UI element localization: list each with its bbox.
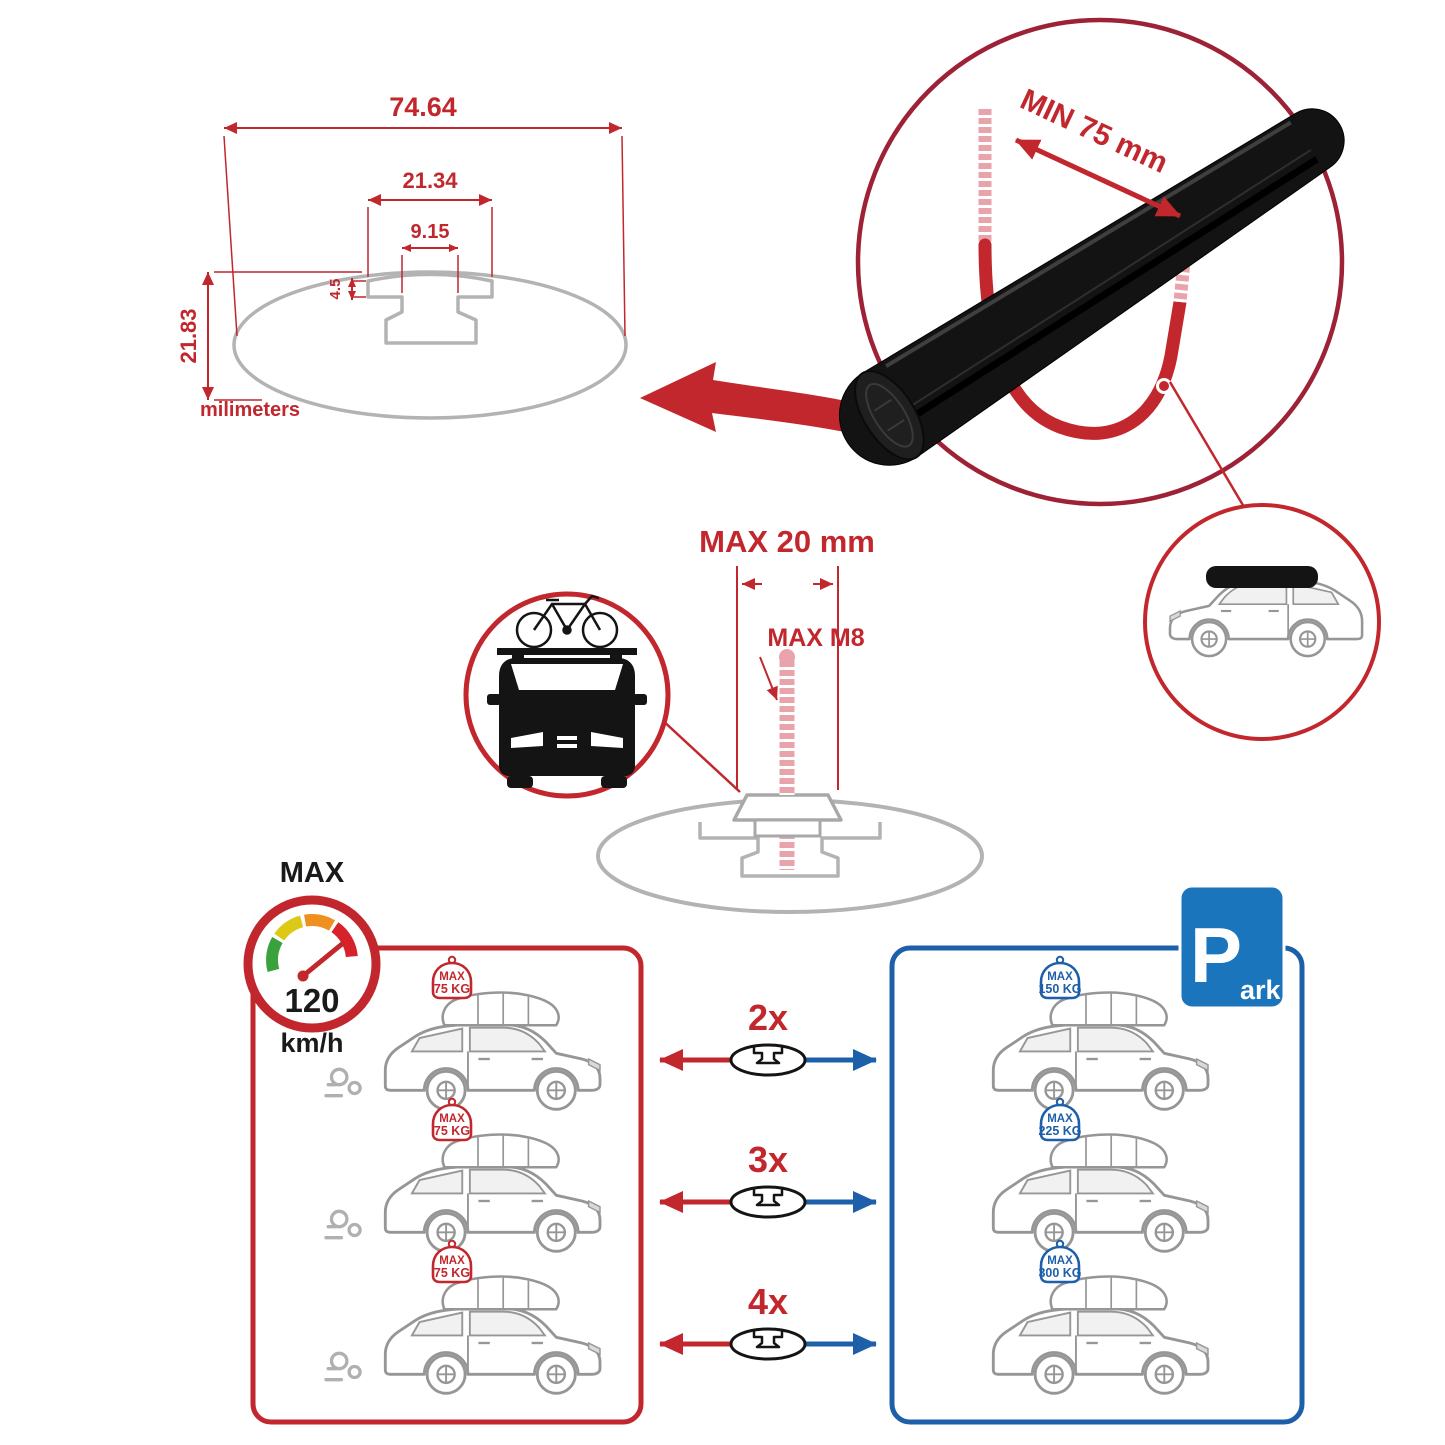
badge-value: 300 KG xyxy=(1038,1266,1081,1280)
crossbar-section-icon xyxy=(729,1185,807,1219)
dim-channel-opening-ext xyxy=(401,255,459,293)
units-label: milimeters xyxy=(200,399,300,421)
crossbar-end-cap-slots xyxy=(873,398,905,432)
speed-limit-gauge: MAX 120 km/h xyxy=(243,857,381,1058)
crossbar-end-cap-inner xyxy=(865,383,914,448)
profile-t-slot-channel xyxy=(366,272,494,345)
crossbar-end-cap xyxy=(854,370,925,461)
max-thread-label: MAX M8 xyxy=(767,624,864,652)
parked-row-3: MAX 300 KG xyxy=(991,1239,1210,1395)
parked-row-1: MAX 150 KG xyxy=(991,955,1210,1111)
gauge-needle xyxy=(300,941,345,979)
parking-sign: P ark xyxy=(1178,884,1286,1010)
gauge-arc-yellow xyxy=(274,915,304,941)
multiplier-row-3: 4x xyxy=(659,1281,877,1361)
parking-sign-letter: P xyxy=(1190,911,1242,999)
multiplier-row-2: 3x xyxy=(659,1139,877,1219)
badge-value: 75 KG xyxy=(434,1124,470,1138)
multiplier-label: 4x xyxy=(748,1281,788,1322)
badge-value: 75 KG xyxy=(434,982,470,996)
badge-label: MAX xyxy=(1047,1113,1073,1125)
bike-on-roof-circle xyxy=(463,591,671,799)
driving-row-1: MAX 75 KG xyxy=(324,955,602,1111)
badge-value: 225 KG xyxy=(1038,1124,1081,1138)
speed-unit: km/h xyxy=(280,1028,343,1058)
dim-step-depth-label: 4.5 xyxy=(327,279,344,300)
badge-label: MAX xyxy=(1047,971,1073,983)
gauge-arc-red xyxy=(331,922,358,958)
speed-max-label: MAX xyxy=(280,857,345,889)
multiplier-row-1: 2x xyxy=(659,997,877,1077)
parked-row-2: MAX 225 KG xyxy=(991,1097,1210,1253)
bolt-detail-section: MAX 20 mm MAX M8 xyxy=(463,524,984,914)
callout-line-to-bolt xyxy=(659,717,741,793)
bolt-tip xyxy=(779,649,795,665)
aero-crossbar xyxy=(838,108,1345,466)
dim-channel-outer-ext xyxy=(367,207,493,277)
min-span-label: MIN 75 mm xyxy=(1015,83,1172,180)
min-span-arrow xyxy=(1014,137,1182,219)
driving-row-3: MAX 75 KG xyxy=(324,1239,602,1395)
badge-label: MAX xyxy=(1047,1255,1073,1267)
dim-total-height-ext xyxy=(214,271,362,401)
roof-bar-icon xyxy=(497,648,637,655)
multiplier-label: 2x xyxy=(748,997,788,1038)
badge-value: 150 KG xyxy=(1038,982,1081,996)
badge-value: 75 KG xyxy=(434,1266,470,1280)
crossbar-highlight xyxy=(885,120,1292,368)
clamp-contact-dot xyxy=(1156,378,1172,394)
multiplier-label: 3x xyxy=(748,1139,788,1180)
t-nut-flange xyxy=(732,793,843,822)
profile-dimension-diagram: 74.64 21.34 9.15 4.5 21.83 milimeters xyxy=(176,92,628,421)
bike-icon xyxy=(515,594,619,649)
car-front-icon xyxy=(487,658,647,788)
gauge-pivot xyxy=(297,970,309,982)
crossbar-groove xyxy=(915,156,1319,417)
crossbar-groove-line xyxy=(911,149,1312,407)
profile-ellipse xyxy=(232,270,628,420)
crossbar-detail-circle: MIN 75 mm xyxy=(640,17,1345,513)
dim-total-width-ext xyxy=(223,135,626,337)
parking-sign-rest: ark xyxy=(1240,975,1282,1005)
badge-label: MAX xyxy=(439,1113,465,1125)
badge-label: MAX xyxy=(439,971,465,983)
dim-total-height-label: 21.83 xyxy=(176,308,201,363)
speed-value: 120 xyxy=(284,982,339,1019)
crossbar-section-icon xyxy=(729,1327,807,1361)
max-length-label: MAX 20 mm xyxy=(699,524,875,559)
detail-circle-outline xyxy=(855,17,1345,507)
max-thread-arrow xyxy=(759,656,778,701)
dim-channel-opening-label: 9.15 xyxy=(411,221,450,243)
roof-box-icon xyxy=(1206,566,1318,588)
t-nut-stem xyxy=(753,818,822,838)
driving-row-2: MAX 75 KG xyxy=(324,1097,602,1253)
bar-cross-section-channel xyxy=(698,822,882,878)
badge-label: MAX xyxy=(439,1255,465,1267)
dim-total-width-label: 74.64 xyxy=(389,92,457,122)
crossbar-section-icon xyxy=(729,1043,807,1077)
callout-line-to-suv xyxy=(1168,381,1249,513)
load-comparison-section: P ark MAX 75 KG MAX 75 KG MAX 75 KG xyxy=(250,884,1305,1425)
suv-roofbox-circle xyxy=(1143,503,1381,741)
gauge-arc-orange xyxy=(304,914,336,931)
dim-step-depth-ext xyxy=(352,280,366,298)
gauge-arc-green xyxy=(266,936,283,972)
dim-channel-outer-label: 21.34 xyxy=(402,168,458,193)
